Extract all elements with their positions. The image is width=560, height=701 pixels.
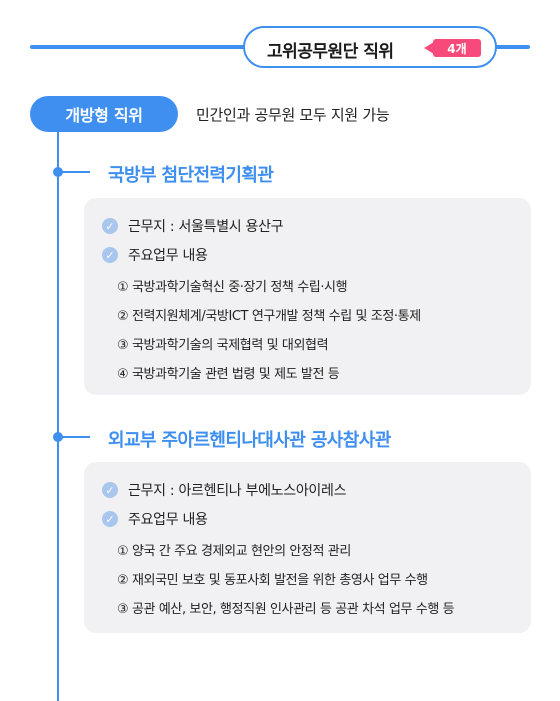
- position-type-pill: 개방형 직위: [30, 96, 178, 132]
- duty-item: ② 재외국민 보호 및 동포사회 발전을 위한 총영사 업무 수행: [117, 573, 428, 588]
- position-card: ✓ 근무지 : 서울특별시 용산구 ✓ 주요업무 내용 ① 국방과학기술혁신 중…: [84, 198, 531, 395]
- timeline-connector: [60, 436, 90, 438]
- timeline-dot: [53, 167, 63, 177]
- location-row: ✓ 근무지 : 서울특별시 용산구: [102, 216, 284, 236]
- timeline-dot: [53, 432, 63, 442]
- page-title: 고위공무원단 직위: [267, 42, 394, 62]
- position-card: ✓ 근무지 : 아르헨티나 부에노스아이레스 ✓ 주요업무 내용 ① 양국 간 …: [84, 462, 531, 633]
- check-circle-icon: ✓: [102, 247, 118, 263]
- check-circle-icon: ✓: [102, 511, 118, 527]
- position-type-description: 민간인과 공무원 모두 지원 가능: [196, 106, 390, 124]
- duty-item: ① 국방과학기술혁신 중·장기 정책 수립·시행: [117, 280, 348, 295]
- duty-item: ③ 공관 예산, 보안, 행정직원 인사관리 등 공관 차석 업무 수행 등: [117, 602, 455, 617]
- duty-item: ① 양국 간 주요 경제외교 현안의 안정적 관리: [117, 544, 351, 559]
- location-row: ✓ 근무지 : 아르헨티나 부에노스아이레스: [102, 480, 346, 500]
- location-text: 근무지 : 아르헨티나 부에노스아이레스: [128, 483, 347, 499]
- duty-item: ③ 국방과학기술의 국제협력 및 대외협력: [117, 338, 329, 353]
- duties-label-row: ✓ 주요업무 내용: [102, 245, 208, 265]
- position-title: 외교부 주아르헨티나대사관 공사참사관: [108, 430, 391, 451]
- timeline-line: [57, 130, 59, 701]
- header-title-pill: 고위공무원단 직위 4개: [243, 26, 497, 68]
- duties-label-row: ✓ 주요업무 내용: [102, 509, 208, 529]
- location-text: 근무지 : 서울특별시 용산구: [128, 219, 284, 235]
- count-badge: 4개: [424, 39, 481, 57]
- check-circle-icon: ✓: [102, 482, 118, 498]
- duties-label: 주요업무 내용: [128, 512, 208, 528]
- duty-item: ④ 국방과학기술 관련 법령 및 제도 발전 등: [117, 367, 340, 382]
- duty-item: ② 전력지원체계/국방ICT 연구개발 정책 수립 및 조정·통제: [117, 309, 421, 324]
- duties-label: 주요업무 내용: [128, 248, 208, 264]
- position-title: 국방부 첨단전력기획관: [108, 165, 274, 186]
- check-circle-icon: ✓: [102, 218, 118, 234]
- timeline-connector: [60, 171, 90, 173]
